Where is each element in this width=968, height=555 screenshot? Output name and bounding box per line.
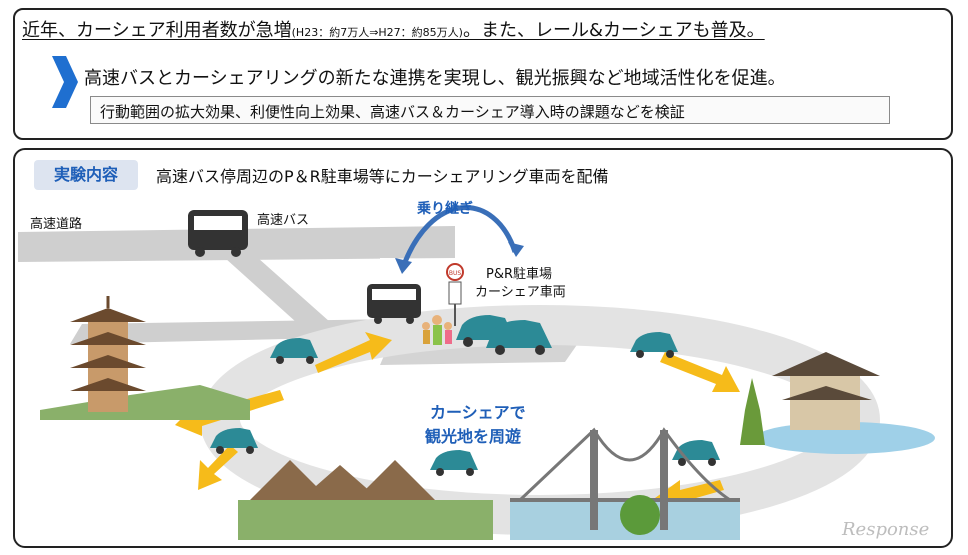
- center-caption-line-2: 観光地を周遊: [425, 427, 522, 446]
- bus-label: 高速バス: [257, 213, 310, 228]
- summary-line-2: 高速バスとカーシェアリングの新たな連携を実現し、観光振興など地域活性化を促進。: [84, 68, 786, 89]
- carshare-vehicle-label: カーシェア車両: [475, 285, 566, 300]
- summary-line-1: 近年、カーシェア利用者数が急増(H23：約7万人⇒H27：約85万人)。また、レ…: [22, 16, 765, 42]
- transfer-label: 乗り継ぎ: [417, 201, 473, 217]
- bus-stop-sign-icon: BUS: [446, 263, 464, 326]
- temple-icon: [740, 352, 935, 454]
- bus-stop-sign-text: BUS: [449, 270, 462, 277]
- parked-car-2-icon: [486, 320, 552, 355]
- watermark-logo: Response: [842, 519, 930, 540]
- experiment-description: 高速バス停周辺のP＆R駐車場等にカーシェアリング車両を配備: [156, 167, 609, 186]
- bridge-icon: [510, 427, 740, 540]
- arrow-top-left: [315, 332, 392, 373]
- lane-marks: [60, 258, 396, 274]
- summary-line-1-tail: 。また、レール&カーシェアも普及。: [462, 20, 765, 41]
- tour-car-5-icon: [672, 440, 720, 466]
- tour-car-1-icon: [270, 338, 318, 364]
- verification-text: 行動範囲の拡大効果、利便性向上効果、高速バス＆カーシェア導入時の課題などを検証: [100, 103, 685, 121]
- arrow-bottom-left: [198, 445, 238, 490]
- village-icon: [238, 460, 493, 540]
- pr-parking-label: P&R駐車場: [486, 267, 553, 282]
- right-arrow-icon: [52, 56, 78, 108]
- verification-box: [90, 96, 890, 124]
- arrow-top-right: [660, 352, 740, 392]
- people-icon: [422, 315, 452, 345]
- highway-bus-icon: [188, 210, 248, 257]
- tour-car-3-icon: [210, 428, 258, 454]
- center-caption-line-1: カーシェアで: [430, 403, 526, 422]
- summary-line-1-main: 近年、カーシェア利用者数が急増: [22, 20, 292, 41]
- summary-line-1-note: (H23：約7万人⇒H27：約85万人): [291, 26, 463, 39]
- tour-car-2-icon: [630, 332, 678, 358]
- stop-bus-icon: [367, 284, 421, 324]
- pagoda-icon: [40, 296, 250, 420]
- highway-label: 高速道路: [30, 217, 83, 232]
- transfer-arrow-icon: [395, 205, 524, 274]
- tour-car-4-icon: [430, 450, 478, 476]
- experiment-badge: 実験内容: [34, 160, 138, 190]
